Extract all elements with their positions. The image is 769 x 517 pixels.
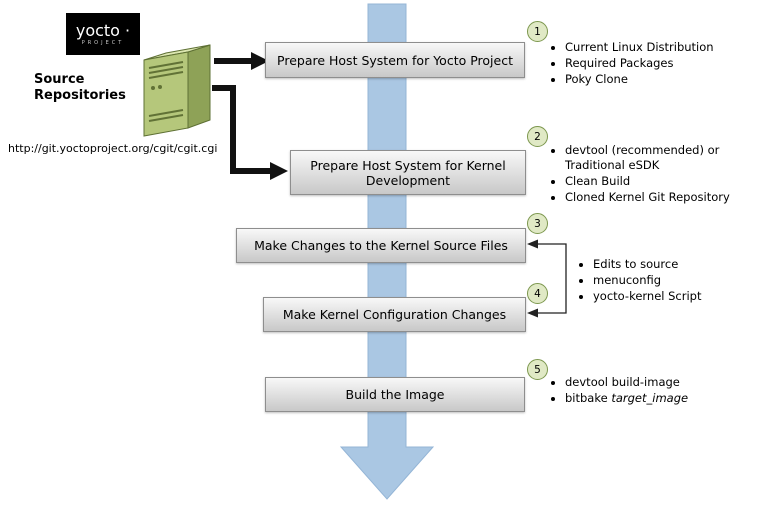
note-item: Current Linux Distribution xyxy=(565,40,769,55)
step-box-make-source-changes: Make Changes to the Kernel Source Files xyxy=(236,228,526,263)
step-badge-3: 3 xyxy=(527,213,548,234)
note-item: bitbake target_image xyxy=(565,391,760,406)
step-label: Make Changes to the Kernel Source Files xyxy=(254,238,508,253)
step-box-build-image: Build the Image xyxy=(265,377,525,412)
yocto-project-logo: yocto · PROJECT xyxy=(66,13,140,55)
note-item: devtool (recommended) or Traditional eSD… xyxy=(565,143,737,173)
step-label: Build the Image xyxy=(345,387,445,402)
server-icon xyxy=(143,44,211,137)
note-item: Required Packages xyxy=(565,56,769,71)
step-box-prepare-host-kernel: Prepare Host System for Kernel Developme… xyxy=(290,150,526,195)
note-item: Edits to source xyxy=(593,257,763,272)
steps-3-4-shared-notes: Edits to source menuconfig yocto-kernel … xyxy=(579,257,763,305)
step-box-make-config-changes: Make Kernel Configuration Changes xyxy=(263,297,526,332)
note-text: bitbake xyxy=(565,391,612,405)
note-item: Clean Build xyxy=(565,174,737,189)
note-item: yocto-kernel Script xyxy=(593,289,763,304)
note-item: devtool build-image xyxy=(565,375,760,390)
source-repositories-label: Source Repositories xyxy=(34,72,126,103)
logo-wordmark: yocto · xyxy=(75,21,131,40)
logo-subtitle: PROJECT xyxy=(81,40,125,46)
step-label: Make Kernel Configuration Changes xyxy=(282,307,507,322)
step-badge-4: 4 xyxy=(527,283,548,304)
step-box-prepare-host-yocto: Prepare Host System for Yocto Project xyxy=(265,42,525,78)
note-item: menuconfig xyxy=(593,273,763,288)
note-item: Poky Clone xyxy=(565,72,769,87)
step-label: Prepare Host System for Kernel Developme… xyxy=(310,157,506,188)
step-2-notes: devtool (recommended) or Traditional eSD… xyxy=(551,143,737,206)
step-badge-1: 1 xyxy=(527,21,548,42)
step-label: Prepare Host System for Yocto Project xyxy=(277,52,513,68)
bracket-steps-3-4-icon xyxy=(527,239,567,318)
step-5-notes: devtool build-image bitbake target_image xyxy=(551,375,760,407)
note-text-italic: target_image xyxy=(611,391,689,405)
source-repositories-url: http://git.yoctoproject.org/cgit/cgit.cg… xyxy=(8,142,218,155)
arrow-source-to-step1-icon xyxy=(214,52,269,70)
step-badge-5: 5 xyxy=(527,359,548,380)
arrow-source-to-step2-icon xyxy=(212,85,288,180)
note-item: Cloned Kernel Git Repository xyxy=(565,190,737,205)
step-1-notes: Current Linux Distribution Required Pack… xyxy=(551,40,769,88)
step-badge-2: 2 xyxy=(527,126,548,147)
